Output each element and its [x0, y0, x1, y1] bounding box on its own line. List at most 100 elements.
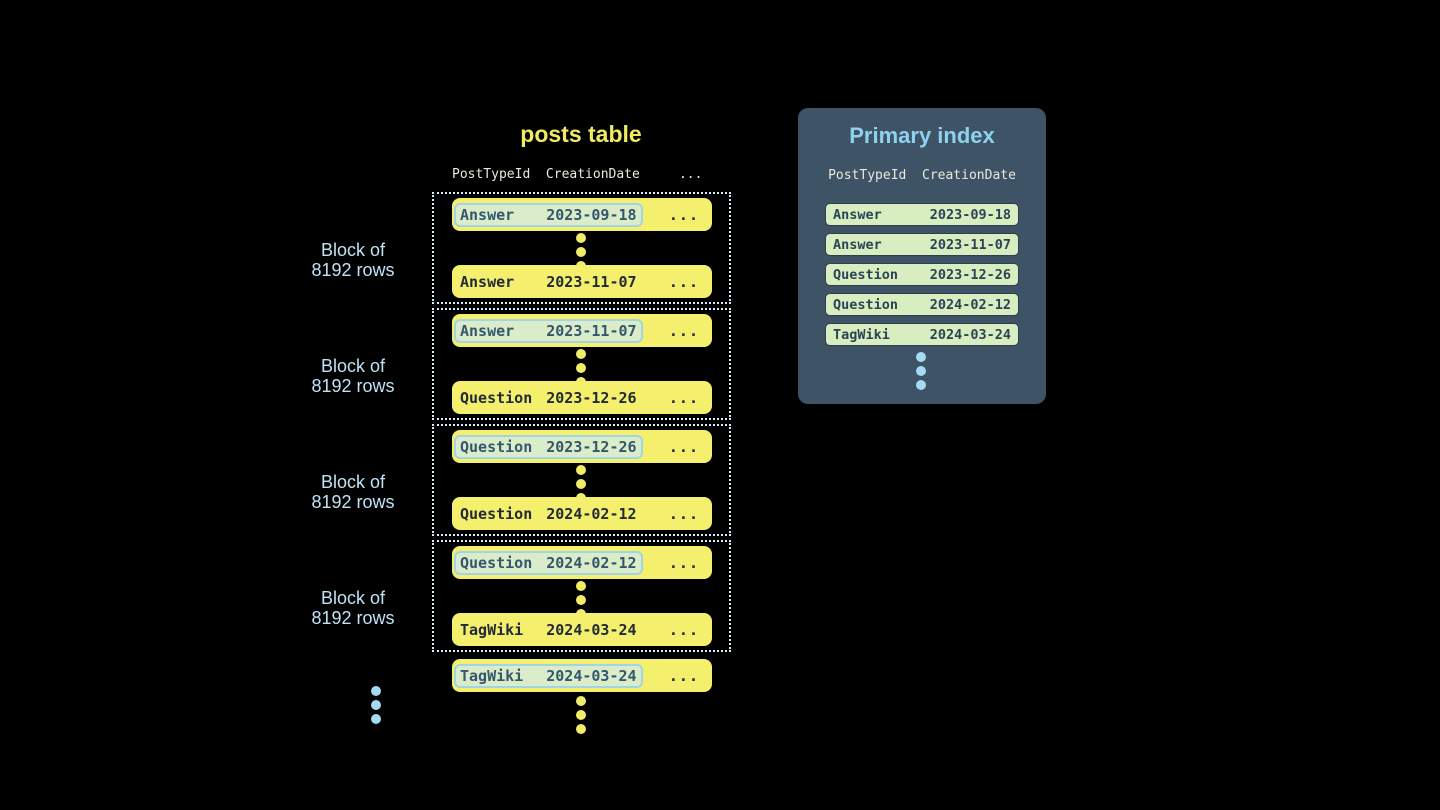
- dot: [916, 352, 926, 362]
- creation-date-cell: 2023-11-07: [929, 236, 1011, 253]
- dot: [576, 349, 586, 359]
- dot: [371, 686, 381, 696]
- dot: [576, 724, 586, 734]
- post-type-cell: Question: [833, 266, 899, 283]
- dot: [576, 465, 586, 475]
- block-label-line: 8192 rows: [311, 260, 395, 280]
- post-type-cell: Question: [460, 388, 533, 407]
- dot: [916, 380, 926, 390]
- primary-index-column-headers: PostTypeId CreationDate: [828, 168, 1016, 183]
- highlighted-key-cell: Question 2023-12-26: [454, 434, 643, 459]
- dot: [371, 714, 381, 724]
- block-label-line: Block of: [320, 588, 386, 608]
- dot: [576, 479, 586, 489]
- table-row: Question 2024-02-12 ...: [452, 497, 712, 530]
- creation-date-cell: 2024-02-12: [929, 296, 1011, 313]
- creation-date-cell: 2023-11-07: [546, 321, 637, 340]
- key-cell: Question 2024-02-12: [454, 502, 643, 526]
- creation-date-cell: 2024-03-24: [929, 326, 1011, 343]
- post-type-cell: TagWiki: [460, 666, 524, 685]
- dot: [576, 696, 586, 706]
- table-row-overflow: TagWiki 2024-03-24 ...: [452, 659, 712, 692]
- index-row: Answer 2023-11-07: [825, 233, 1019, 256]
- block-label-line: 8192 rows: [311, 376, 395, 396]
- post-type-cell: Question: [833, 296, 899, 313]
- posts-table-title: posts table: [520, 121, 642, 147]
- creation-date-cell: 2023-09-18: [546, 205, 637, 224]
- creation-date-cell: 2023-12-26: [546, 388, 637, 407]
- row-ellipsis: ...: [668, 205, 699, 224]
- row-ellipsis: ...: [668, 321, 699, 340]
- post-type-cell: Answer: [833, 236, 882, 253]
- dot: [576, 247, 586, 257]
- row-ellipsis: ...: [668, 666, 699, 685]
- row-ellipsis: ...: [668, 437, 699, 456]
- block-label-line: Block of: [320, 240, 386, 260]
- post-type-cell: TagWiki: [833, 326, 890, 343]
- creation-date-cell: 2024-03-24: [546, 666, 637, 685]
- post-type-cell: Answer: [460, 272, 515, 291]
- key-cell: Question 2023-12-26: [454, 386, 643, 410]
- post-type-cell: Question: [460, 437, 533, 456]
- block-label-line: Block of: [320, 472, 386, 492]
- primary-index-title: Primary index: [849, 123, 995, 148]
- row-block-2: Answer 2023-11-07 ... Question 2023-12-26 …: [432, 308, 731, 420]
- highlighted-key-cell: Answer 2023-09-18: [454, 202, 643, 227]
- table-row: Question 2024-02-12 ...: [452, 546, 712, 579]
- key-cell: Answer 2023-11-07: [454, 270, 643, 294]
- table-row: Answer 2023-11-07 ...: [452, 314, 712, 347]
- creation-date-cell: 2023-12-26: [546, 437, 637, 456]
- creation-date-cell: 2024-03-24: [546, 620, 637, 639]
- row-block-1: Answer 2023-09-18 ... Answer 2023-11-07 ..…: [432, 192, 731, 304]
- index-row: Question 2024-02-12: [825, 293, 1019, 316]
- index-row: Question 2023-12-26: [825, 263, 1019, 286]
- post-type-cell: Question: [460, 553, 533, 572]
- dot: [576, 710, 586, 720]
- creation-date-cell: 2023-11-07: [546, 272, 637, 291]
- highlighted-key-cell: Answer 2023-11-07: [454, 318, 643, 343]
- table-row: Answer 2023-09-18 ...: [452, 198, 712, 231]
- creation-date-cell: 2023-12-26: [929, 266, 1011, 283]
- dot: [576, 233, 586, 243]
- vertical-ellipsis-dots: [576, 696, 586, 734]
- row-block-3: Question 2023-12-26 ... Question 2024-02-1…: [432, 424, 731, 536]
- row-ellipsis: ...: [668, 272, 699, 291]
- primary-index-panel: Primary index PostTypeId CreationDate An…: [798, 108, 1046, 404]
- dot: [916, 366, 926, 376]
- post-type-cell: Answer: [833, 206, 882, 223]
- dot: [576, 595, 586, 605]
- block-label-2: Block of 8192 rows: [288, 356, 418, 396]
- row-ellipsis: ...: [668, 553, 699, 572]
- row-ellipsis: ...: [668, 388, 699, 407]
- vertical-ellipsis-dots: [916, 352, 926, 390]
- post-type-cell: Answer: [460, 205, 515, 224]
- post-type-cell: Question: [460, 504, 533, 523]
- vertical-ellipsis-dots: [371, 686, 381, 724]
- creation-date-cell: 2024-02-12: [546, 553, 637, 572]
- block-label-line: Block of: [320, 356, 386, 376]
- post-type-cell: Answer: [460, 321, 515, 340]
- dot: [576, 363, 586, 373]
- posts-table-column-headers: PostTypeId CreationDate ...: [452, 167, 703, 182]
- creation-date-cell: 2024-02-12: [546, 504, 637, 523]
- index-row: Answer 2023-09-18: [825, 203, 1019, 226]
- highlighted-key-cell: TagWiki 2024-03-24: [454, 663, 643, 688]
- block-label-3: Block of 8192 rows: [288, 472, 418, 512]
- creation-date-cell: 2023-09-18: [929, 206, 1011, 223]
- highlighted-key-cell: Question 2024-02-12: [454, 550, 643, 575]
- table-row: Question 2023-12-26 ...: [452, 430, 712, 463]
- block-label-line: 8192 rows: [311, 492, 395, 512]
- table-row: Answer 2023-11-07 ...: [452, 265, 712, 298]
- row-ellipsis: ...: [668, 504, 699, 523]
- index-row: TagWiki 2024-03-24: [825, 323, 1019, 346]
- row-ellipsis: ...: [668, 620, 699, 639]
- block-label-1: Block of 8192 rows: [288, 240, 418, 280]
- dot: [576, 581, 586, 591]
- block-label-4: Block of 8192 rows: [288, 588, 418, 628]
- block-label-line: 8192 rows: [311, 608, 395, 628]
- table-row: Question 2023-12-26 ...: [452, 381, 712, 414]
